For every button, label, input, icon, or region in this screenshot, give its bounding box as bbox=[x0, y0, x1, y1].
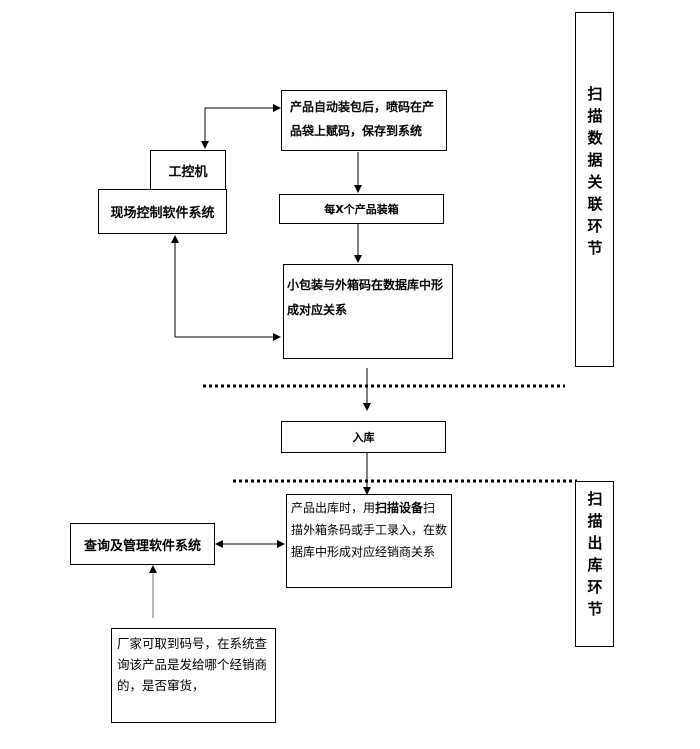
node-industrial-pc-label: 工控机 bbox=[168, 164, 208, 180]
node-outbound-scan-text-bold: 扫描设备 bbox=[375, 501, 424, 515]
edge-pc-autopack bbox=[204, 104, 281, 145]
node-manufacturer-note[interactable]: 厂家可取到码号，在系统查询该产品是发给哪个经销商的，是否窜货， bbox=[111, 628, 276, 723]
node-industrial-pc[interactable]: 工控机 bbox=[150, 150, 226, 190]
node-site-control-software[interactable]: 现场控制软件系统 bbox=[98, 189, 227, 234]
node-query-management-software-label: 查询及管理软件系统 bbox=[83, 538, 201, 554]
node-site-control-software-label: 现场控制软件系统 bbox=[110, 206, 215, 221]
node-warehouse-in-label: 入库 bbox=[352, 431, 375, 444]
node-outbound-scan-text-prefix: 产品出库时，用 bbox=[291, 501, 376, 515]
node-outbound-scan[interactable]: 产品出库时，用扫描设备扫描外箱条码或手工录入，在数据库中形成对应经销商关系 bbox=[286, 494, 452, 588]
section-scan-association: 扫描数据关联环节 bbox=[575, 12, 614, 367]
node-warehouse-in[interactable]: 入库 bbox=[281, 421, 446, 453]
node-outbound-scan-text-suffix: 扫描外箱条码或手工录入，在数据库中形成对应经销商关系 bbox=[291, 501, 448, 559]
node-db-association[interactable]: 小包装与外箱码在数据库中形成对应关系 bbox=[283, 264, 453, 359]
section-scan-outbound-label: 扫描出库环节 bbox=[587, 490, 603, 618]
section-scan-outbound: 扫描出库环节 bbox=[575, 481, 614, 647]
node-boxing[interactable]: 每X个产品装箱 bbox=[279, 194, 444, 224]
node-manufacturer-note-label: 厂家可取到码号，在系统查询该产品是发给哪个经销商的，是否窜货， bbox=[117, 636, 268, 693]
node-auto-pack-coding[interactable]: 产品自动装包后，喷码在产品袋上赋码，保存到系统 bbox=[281, 90, 447, 151]
node-auto-pack-coding-label: 产品自动装包后，喷码在产品袋上赋码，保存到系统 bbox=[290, 100, 435, 138]
node-db-association-label: 小包装与外箱码在数据库中形成对应关系 bbox=[287, 278, 444, 317]
node-boxing-label: 每X个产品装箱 bbox=[324, 203, 399, 216]
section-scan-association-label: 扫描数据关联环节 bbox=[587, 85, 603, 257]
node-query-management-software[interactable]: 查询及管理软件系统 bbox=[70, 523, 215, 565]
